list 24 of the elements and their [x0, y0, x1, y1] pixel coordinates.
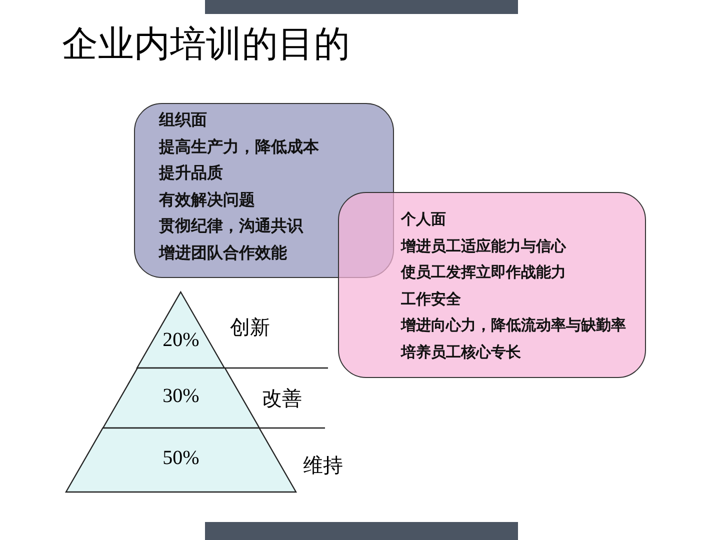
level-label: 改善: [262, 385, 302, 412]
card-heading: 组织面: [159, 110, 207, 130]
pyramid-top-section: [137, 292, 225, 368]
list-item: 提高生产力，降低成本: [159, 136, 319, 156]
pyramid-section: [66, 428, 296, 492]
list-item: 工作安全: [401, 288, 461, 308]
level-label: 创新: [230, 314, 270, 341]
list-item: 使员工发挥立即作战能力: [401, 262, 566, 282]
list-item: 增进团队合作效能: [159, 242, 287, 262]
list-item: 增进向心力，降低流动率与缺勤率: [401, 315, 626, 335]
individual-card: [338, 192, 646, 378]
pyramid-section: [102, 368, 260, 428]
percentage-label: 50%: [162, 447, 200, 470]
title: 企业内培训的目的: [62, 23, 350, 67]
list-item: 贯彻纪律，沟通共识: [159, 216, 303, 236]
list-item: 增进员工适应能力与信心: [401, 236, 566, 256]
percentage-label: 20%: [162, 329, 200, 352]
organization-card: [134, 103, 394, 278]
percentage-label: 30%: [162, 385, 200, 408]
list-item: 培养员工核心专长: [401, 342, 521, 362]
card-heading: 个人面: [401, 209, 446, 229]
list-item: 有效解决问题: [159, 190, 255, 210]
level-label: 维持: [303, 452, 343, 479]
list-item: 提升品质: [159, 163, 223, 183]
